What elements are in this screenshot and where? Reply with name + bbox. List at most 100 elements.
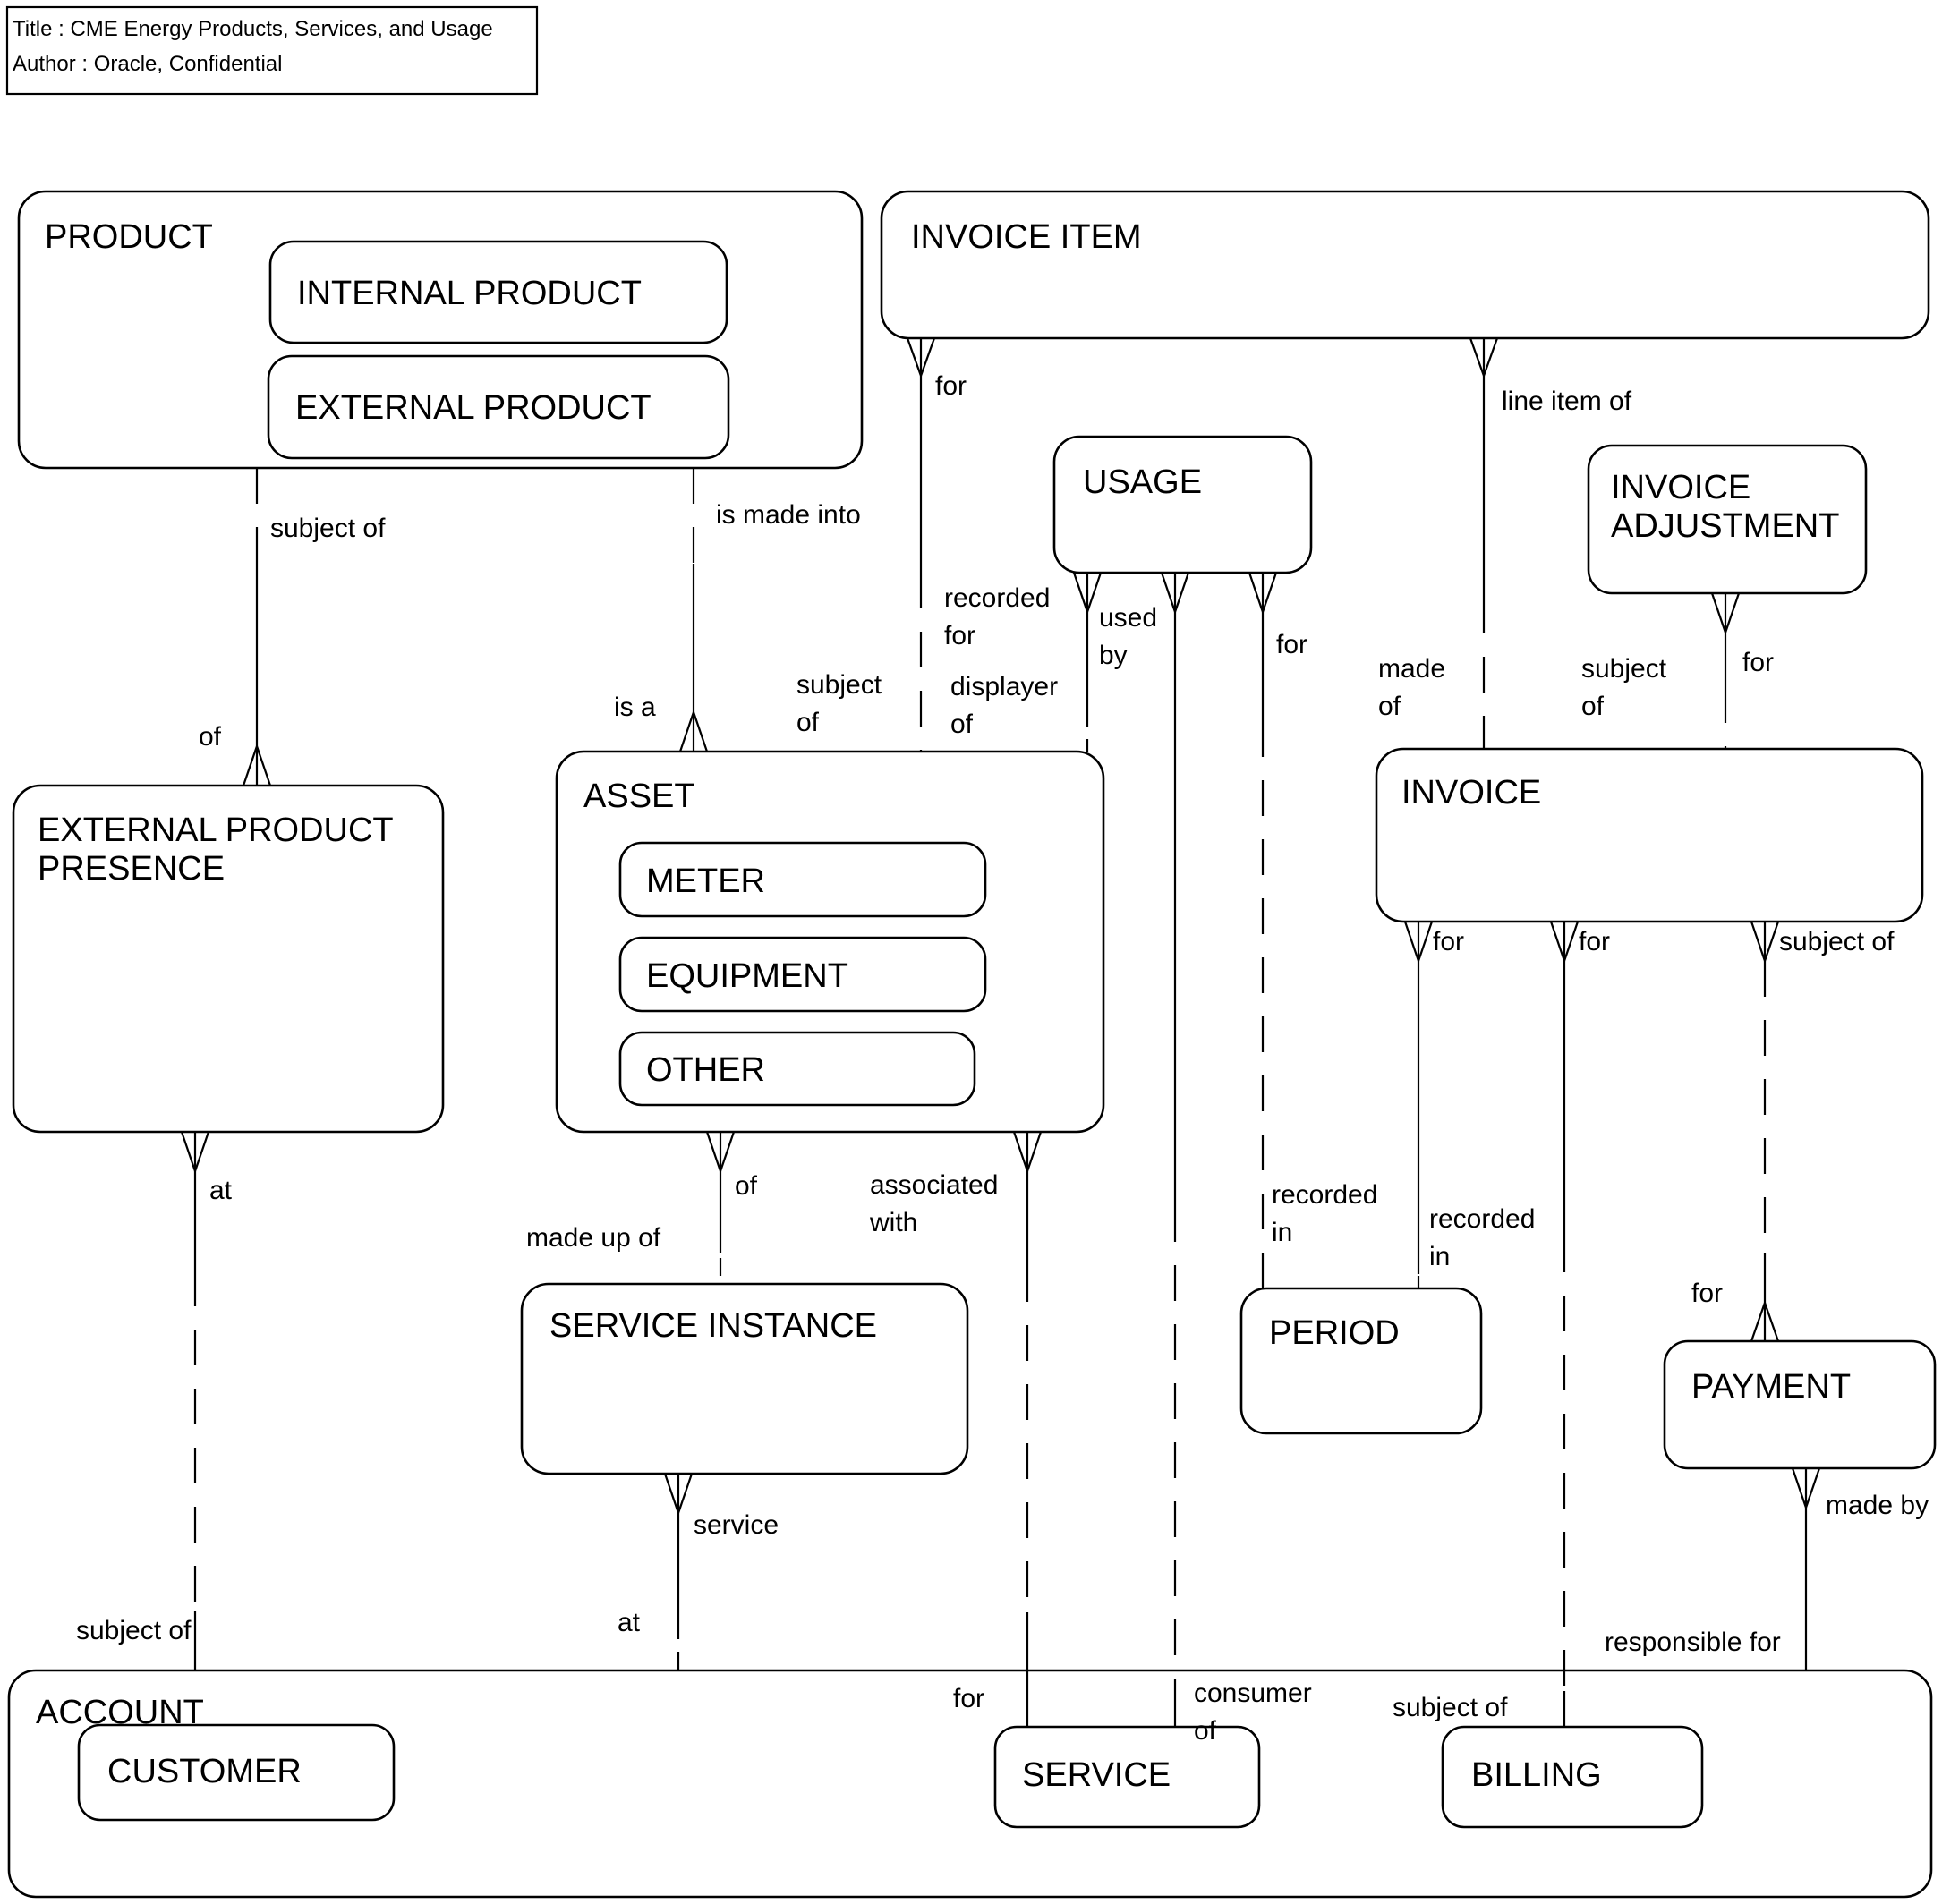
- entity-product-label: PRODUCT: [45, 218, 213, 256]
- entity-other[interactable]: OTHER: [618, 1031, 976, 1107]
- rel-label: at: [209, 1176, 233, 1205]
- entity-invoice-item[interactable]: INVOICE ITEM: [880, 190, 1930, 340]
- rel-label: for: [953, 1684, 984, 1713]
- rel-label: at: [618, 1608, 641, 1637]
- crow-foot-icon: [1469, 337, 1499, 377]
- entity-external-product-presence[interactable]: EXTERNAL PRODUCT PRESENCE: [12, 784, 445, 1134]
- rel-label: subject of: [270, 514, 386, 543]
- entity-internal-product-label: INTERNAL PRODUCT: [297, 275, 642, 312]
- rel-label: for: [1433, 927, 1464, 956]
- rel-label: subject of: [76, 1616, 192, 1645]
- entity-service[interactable]: SERVICE: [993, 1725, 1261, 1829]
- rel-invoice-payment: subject of for: [1691, 921, 1895, 1342]
- entity-billing-label: BILLING: [1471, 1756, 1602, 1794]
- rel-payment-account: made by responsible for: [1605, 1467, 1929, 1670]
- rel-invoice-billing: for subject of: [1393, 921, 1610, 1727]
- crow-foot-icon: [678, 711, 709, 752]
- crow-foot-icon: [906, 337, 936, 377]
- entity-invoice-adjustment-label2: ADJUSTMENT: [1611, 507, 1839, 545]
- rel-label: is made into: [716, 500, 861, 530]
- entity-invoice-label: INVOICE: [1401, 774, 1541, 812]
- entity-equipment-label: EQUIPMENT: [646, 957, 848, 995]
- rel-product-external-product-presence: subject of of: [199, 468, 386, 786]
- entity-internal-product[interactable]: INTERNAL PRODUCT: [268, 240, 728, 344]
- rel-label: subject of: [1393, 1693, 1508, 1722]
- crow-foot-icon: [705, 1131, 736, 1172]
- diagram-author: Author : Oracle, Confidential: [13, 52, 283, 76]
- rel-label: for: [1276, 630, 1307, 659]
- entity-service-label: SERVICE: [1022, 1756, 1171, 1794]
- entity-customer-label: CUSTOMER: [107, 1753, 302, 1790]
- entity-service-instance[interactable]: SERVICE INSTANCE: [520, 1282, 969, 1475]
- entity-service-instance-label: SERVICE INSTANCE: [549, 1307, 877, 1345]
- entity-invoice[interactable]: INVOICE: [1375, 747, 1924, 923]
- rel-label: line item of: [1502, 387, 1632, 416]
- crow-foot-icon: [663, 1473, 694, 1514]
- crow-foot-icon: [1750, 1302, 1780, 1342]
- crow-foot-icon: [242, 745, 272, 786]
- entity-asset-label: ASSET: [583, 778, 695, 815]
- entity-meter[interactable]: METER: [618, 841, 987, 918]
- crow-foot-icon: [1710, 592, 1741, 633]
- rel-label: subject of: [1779, 927, 1895, 956]
- rel-asset-service-instance: of made up of: [526, 1131, 758, 1284]
- crow-foot-icon: [1160, 572, 1190, 613]
- entity-invoice-adjustment-label1: INVOICE: [1611, 469, 1750, 506]
- crow-foot-icon: [1248, 572, 1278, 613]
- title-box: [5, 5, 539, 96]
- entity-billing[interactable]: BILLING: [1441, 1725, 1704, 1829]
- rel-label: for: [1691, 1279, 1723, 1308]
- rel-label: made up of: [526, 1223, 661, 1253]
- entity-external-product-label: EXTERNAL PRODUCT: [295, 389, 652, 427]
- rel-label: for: [1579, 927, 1610, 956]
- rel-label: service: [694, 1510, 779, 1540]
- diagram-title: Title : CME Energy Products, Services, a…: [13, 17, 493, 41]
- entity-other-label: OTHER: [646, 1051, 765, 1089]
- crow-foot-icon: [1072, 572, 1103, 613]
- title-block: Title : CME Energy Products, Services, a…: [5, 5, 539, 96]
- crow-foot-icon: [1549, 921, 1580, 962]
- rel-label: made by: [1826, 1491, 1929, 1520]
- entity-period-label: PERIOD: [1269, 1314, 1400, 1352]
- rel-label: of: [735, 1171, 758, 1201]
- entity-payment-label: PAYMENT: [1691, 1368, 1851, 1406]
- rel-external-product-presence-account: at subject of: [76, 1131, 233, 1670]
- rel-label: responsible for: [1605, 1628, 1781, 1657]
- crow-foot-icon: [1791, 1467, 1821, 1509]
- entity-customer[interactable]: CUSTOMER: [77, 1723, 396, 1822]
- entity-invoice-adjustment[interactable]: INVOICE ADJUSTMENT: [1587, 444, 1868, 595]
- entity-period[interactable]: PERIOD: [1239, 1287, 1483, 1435]
- entity-epp-label1: EXTERNAL PRODUCT: [38, 812, 394, 849]
- crow-foot-icon: [1403, 921, 1434, 962]
- entity-meter-label: METER: [646, 863, 765, 900]
- entity-payment[interactable]: PAYMENT: [1663, 1339, 1937, 1470]
- entity-usage[interactable]: USAGE: [1052, 435, 1313, 574]
- rel-service-instance-account: service at: [618, 1473, 779, 1670]
- rel-label: of: [199, 722, 222, 752]
- entity-external-product[interactable]: EXTERNAL PRODUCT: [267, 354, 730, 460]
- entity-equipment[interactable]: EQUIPMENT: [618, 936, 987, 1013]
- rel-label: for: [1742, 648, 1774, 677]
- crow-foot-icon: [1012, 1131, 1043, 1172]
- entity-usage-label: USAGE: [1083, 463, 1202, 501]
